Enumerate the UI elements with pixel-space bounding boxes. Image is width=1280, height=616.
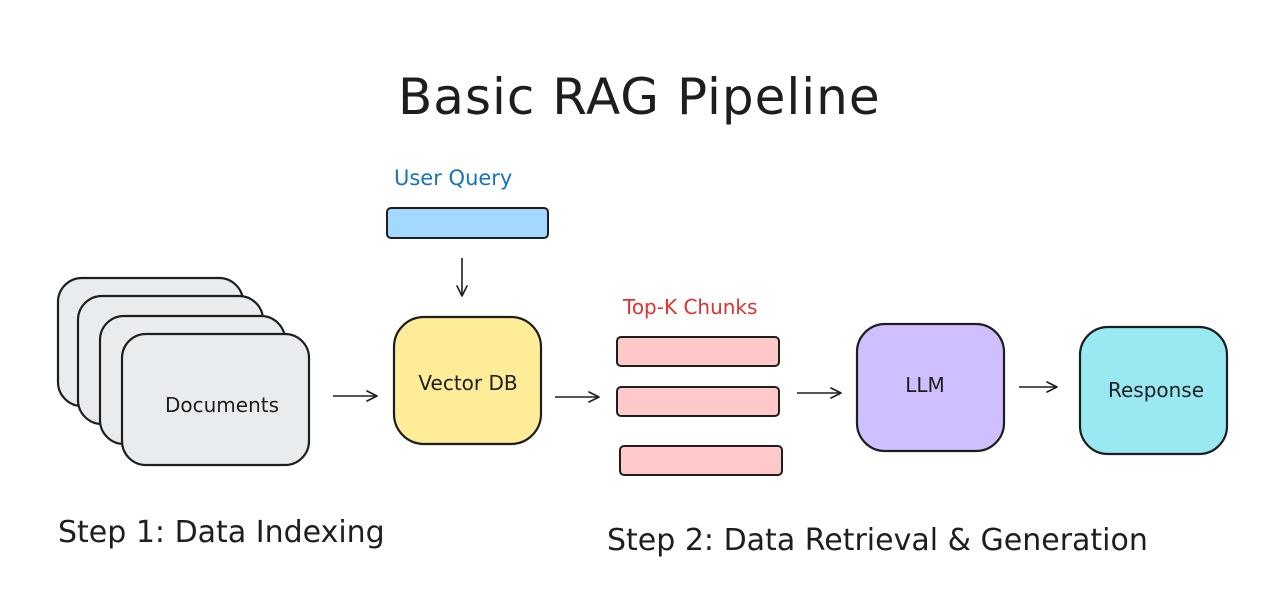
llm-label: LLM xyxy=(905,373,945,397)
llm-node xyxy=(855,322,1006,453)
user-query-label: User Query xyxy=(394,166,513,190)
vector-db-label: Vector DB xyxy=(418,371,518,395)
diagram-title: Basic RAG Pipeline xyxy=(398,68,881,126)
top-k-chunks-label: Top-K Chunks xyxy=(623,295,758,319)
top-k-chunks xyxy=(616,336,783,476)
chunk-bar xyxy=(619,445,783,476)
response-label: Response xyxy=(1107,378,1205,402)
vector-db-node xyxy=(392,315,543,446)
user-query-bar xyxy=(386,207,549,239)
response-node xyxy=(1078,325,1229,456)
step-1-label: Step 1: Data Indexing xyxy=(58,515,385,550)
chunk-bar xyxy=(616,386,780,417)
documents-stack xyxy=(56,276,311,467)
document-card-front xyxy=(120,332,311,467)
step-2-label: Step 2: Data Retrieval & Generation xyxy=(607,523,1148,558)
documents-label: Documents xyxy=(164,393,280,417)
chunk-bar xyxy=(616,336,780,367)
